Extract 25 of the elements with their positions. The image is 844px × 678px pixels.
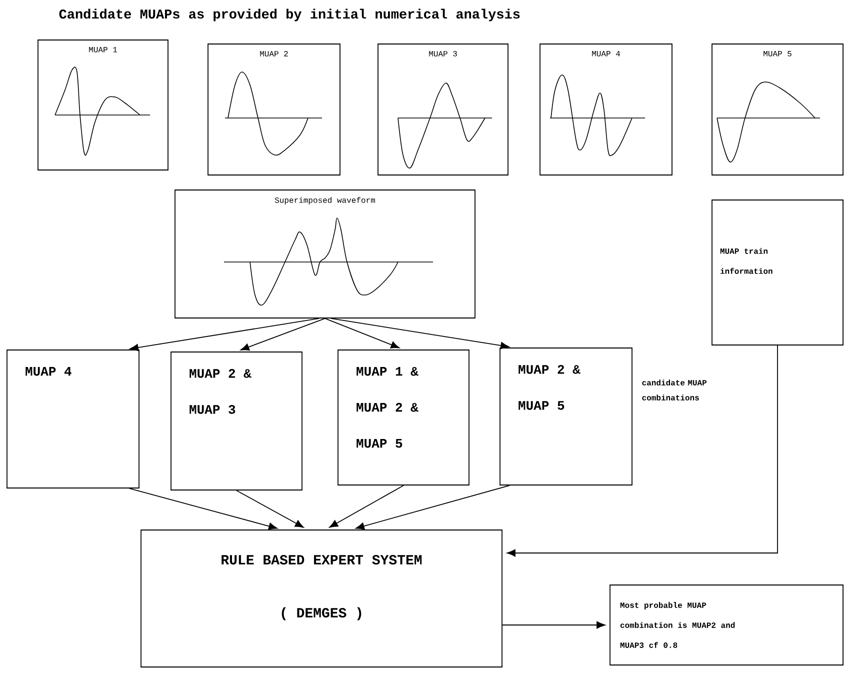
arrow <box>130 318 320 352</box>
arrow <box>330 318 510 350</box>
result-box: Most probable MUAP combination is MUAP2 and MUAP3 cf 0.8 <box>610 584 844 666</box>
combination-box: MUAP 2 & MUAP 3 <box>170 352 302 490</box>
arrow <box>329 485 404 528</box>
combination-box: MUAP 4 <box>6 350 140 488</box>
waveform-box: MUAP 3 <box>378 44 508 176</box>
waveform-box: MUAP 4 <box>540 44 672 176</box>
waveform-box: MUAP 5 <box>712 44 844 176</box>
arrow <box>240 318 326 351</box>
arrow <box>506 345 778 557</box>
annotation-text: candidate MUAP combinations <box>642 380 706 400</box>
title: Candidate MUAPs as provided by initial numerical analysis <box>59 8 520 22</box>
arrow <box>324 318 400 348</box>
arrow <box>356 485 510 530</box>
combination-box: MUAP 2 & MUAP 5 <box>500 348 632 486</box>
waveform-box: MUAP 1 <box>38 40 168 170</box>
waveform-box: Superimposed waveform <box>174 190 476 318</box>
arrow <box>236 490 304 528</box>
info-box: MUAP train information <box>712 200 844 346</box>
waveform-box: MUAP 2 <box>208 44 340 176</box>
system-box: RULE BASED EXPERT SYSTEM ( DEMGES ) <box>140 530 502 668</box>
arrow <box>502 621 606 629</box>
arrow <box>129 488 278 530</box>
combination-box: MUAP 1 & MUAP 2 & MUAP 5 <box>338 350 470 486</box>
